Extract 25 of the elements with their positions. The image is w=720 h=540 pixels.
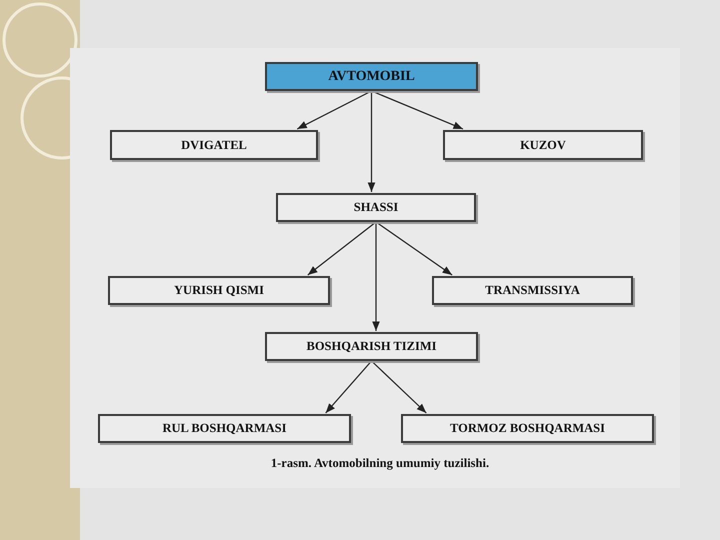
box-label: DVIGATEL (181, 138, 247, 152)
arrow (368, 91, 376, 192)
component-box (443, 130, 643, 160)
component-box (98, 414, 351, 443)
component-box (276, 193, 476, 222)
box-label: TRANSMISSIYA (485, 283, 580, 298)
arrow (376, 222, 452, 276)
box-label: YURISH QISMI (174, 283, 264, 298)
box-label: BOSHQARISH TIZIMI (306, 339, 437, 354)
arrow (371, 360, 427, 414)
box-label: RUL BOSHQARMASI (162, 421, 286, 436)
component-box (432, 276, 633, 305)
root-box (265, 62, 478, 91)
box-label: TORMOZ BOSHQARMASI (450, 421, 605, 436)
component-box (108, 276, 330, 305)
figure-caption: 1-rasm. Avtomobilning umumiy tuzilishi. (270, 456, 490, 471)
arrow (307, 222, 376, 276)
component-box (265, 332, 478, 361)
component-box (110, 130, 318, 160)
arrow (372, 222, 380, 331)
box-label: AVTOMOBIL (328, 68, 415, 84)
box-label: SHASSI (354, 200, 398, 215)
component-box (401, 414, 654, 443)
arrow (325, 360, 372, 414)
box-label: KUZOV (520, 138, 566, 152)
